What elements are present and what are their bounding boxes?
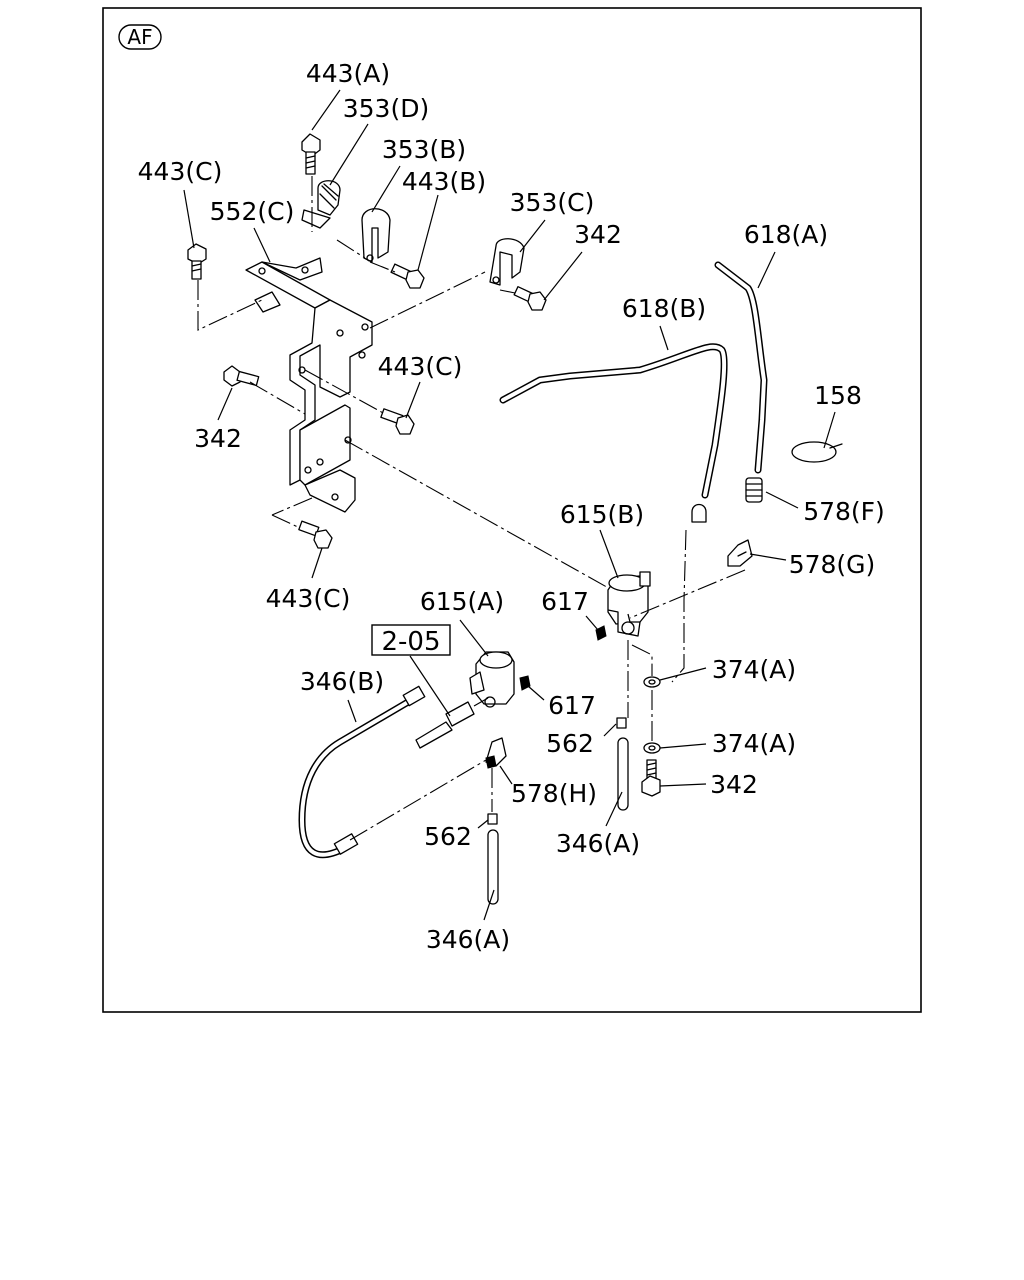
callout-615a: 615(A) (420, 587, 504, 616)
callout-346b: 346(B) (300, 667, 384, 696)
callout-552c: 552(C) (210, 197, 295, 226)
callout-562-left: 562 (424, 822, 472, 851)
callout-443c-top: 443(C) (138, 157, 223, 186)
callout-618b: 618(B) (622, 294, 706, 323)
valve-615a (469, 651, 515, 708)
callout-617-upper: 617 (541, 587, 589, 616)
callout-353b: 353(B) (382, 135, 466, 164)
reference-box: 2-05 (371, 624, 451, 657)
callout-578f: 578(F) (803, 497, 885, 526)
bolt-342-top (513, 286, 547, 311)
bolt-443c-top (187, 243, 207, 280)
tube-346a-right (617, 737, 629, 811)
hose-618a (714, 261, 768, 474)
washer-374a-upper (643, 676, 661, 688)
view-tag: AF (118, 24, 162, 50)
fitting-578f (745, 477, 763, 503)
callout-342-left: 342 (194, 424, 242, 453)
clamp-158 (791, 441, 843, 463)
callout-labels: 443(A) 353(D) 353(B) 443(C) 443(B) 552(C… (138, 59, 885, 954)
callout-374a-upper: 374(A) (712, 655, 796, 684)
nut-617-lower (519, 675, 531, 691)
clip-353c (489, 238, 525, 286)
bracket-552c (245, 257, 373, 513)
callout-443a: 443(A) (306, 59, 390, 88)
leader-lines (183, 89, 836, 921)
clip-353d (301, 180, 341, 229)
callout-615b: 615(B) (560, 500, 644, 529)
fitting-562-left (487, 813, 498, 825)
view-tag-label: AF (127, 25, 152, 49)
hose-618b (499, 343, 728, 523)
bolt-443b (390, 263, 425, 289)
callout-443b: 443(B) (402, 167, 486, 196)
bolt-443c-bottom (298, 520, 333, 549)
elbow-578h (485, 737, 507, 769)
callout-158: 158 (814, 381, 862, 410)
callout-353d: 353(D) (343, 94, 429, 123)
callout-374a-lower: 374(A) (712, 729, 796, 758)
hose-346b (298, 685, 426, 859)
bolt-443a (301, 133, 321, 175)
callout-443c-mid: 443(C) (378, 352, 463, 381)
callout-353c: 353(C) (510, 188, 595, 217)
callout-578h: 578(H) (511, 779, 597, 808)
valve-615b (607, 571, 651, 637)
callout-562-right: 562 (546, 729, 594, 758)
callout-443c-bottom: 443(C) (266, 584, 351, 613)
fitting-562-right (616, 717, 627, 729)
bolt-342-right (641, 759, 661, 797)
clip-353b (361, 208, 391, 263)
callout-578g: 578(G) (789, 550, 876, 579)
callout-346a-right: 346(A) (556, 829, 640, 858)
reference-box-label: 2-05 (381, 627, 440, 657)
tube-346a-left (487, 829, 499, 905)
nut-617-upper (595, 625, 607, 641)
callout-346a-bottom: 346(A) (426, 925, 510, 954)
bolt-443c-mid (380, 408, 415, 435)
callout-617-lower: 617 (548, 691, 596, 720)
diagram-frame (102, 7, 922, 1013)
washer-374a-lower (643, 742, 661, 754)
bolt-342-left (223, 365, 260, 387)
callout-618a: 618(A) (744, 220, 828, 249)
connector-2-05 (415, 701, 475, 749)
callout-342-top: 342 (574, 220, 622, 249)
callout-342-right: 342 (710, 770, 758, 799)
elbow-578g (727, 539, 753, 567)
